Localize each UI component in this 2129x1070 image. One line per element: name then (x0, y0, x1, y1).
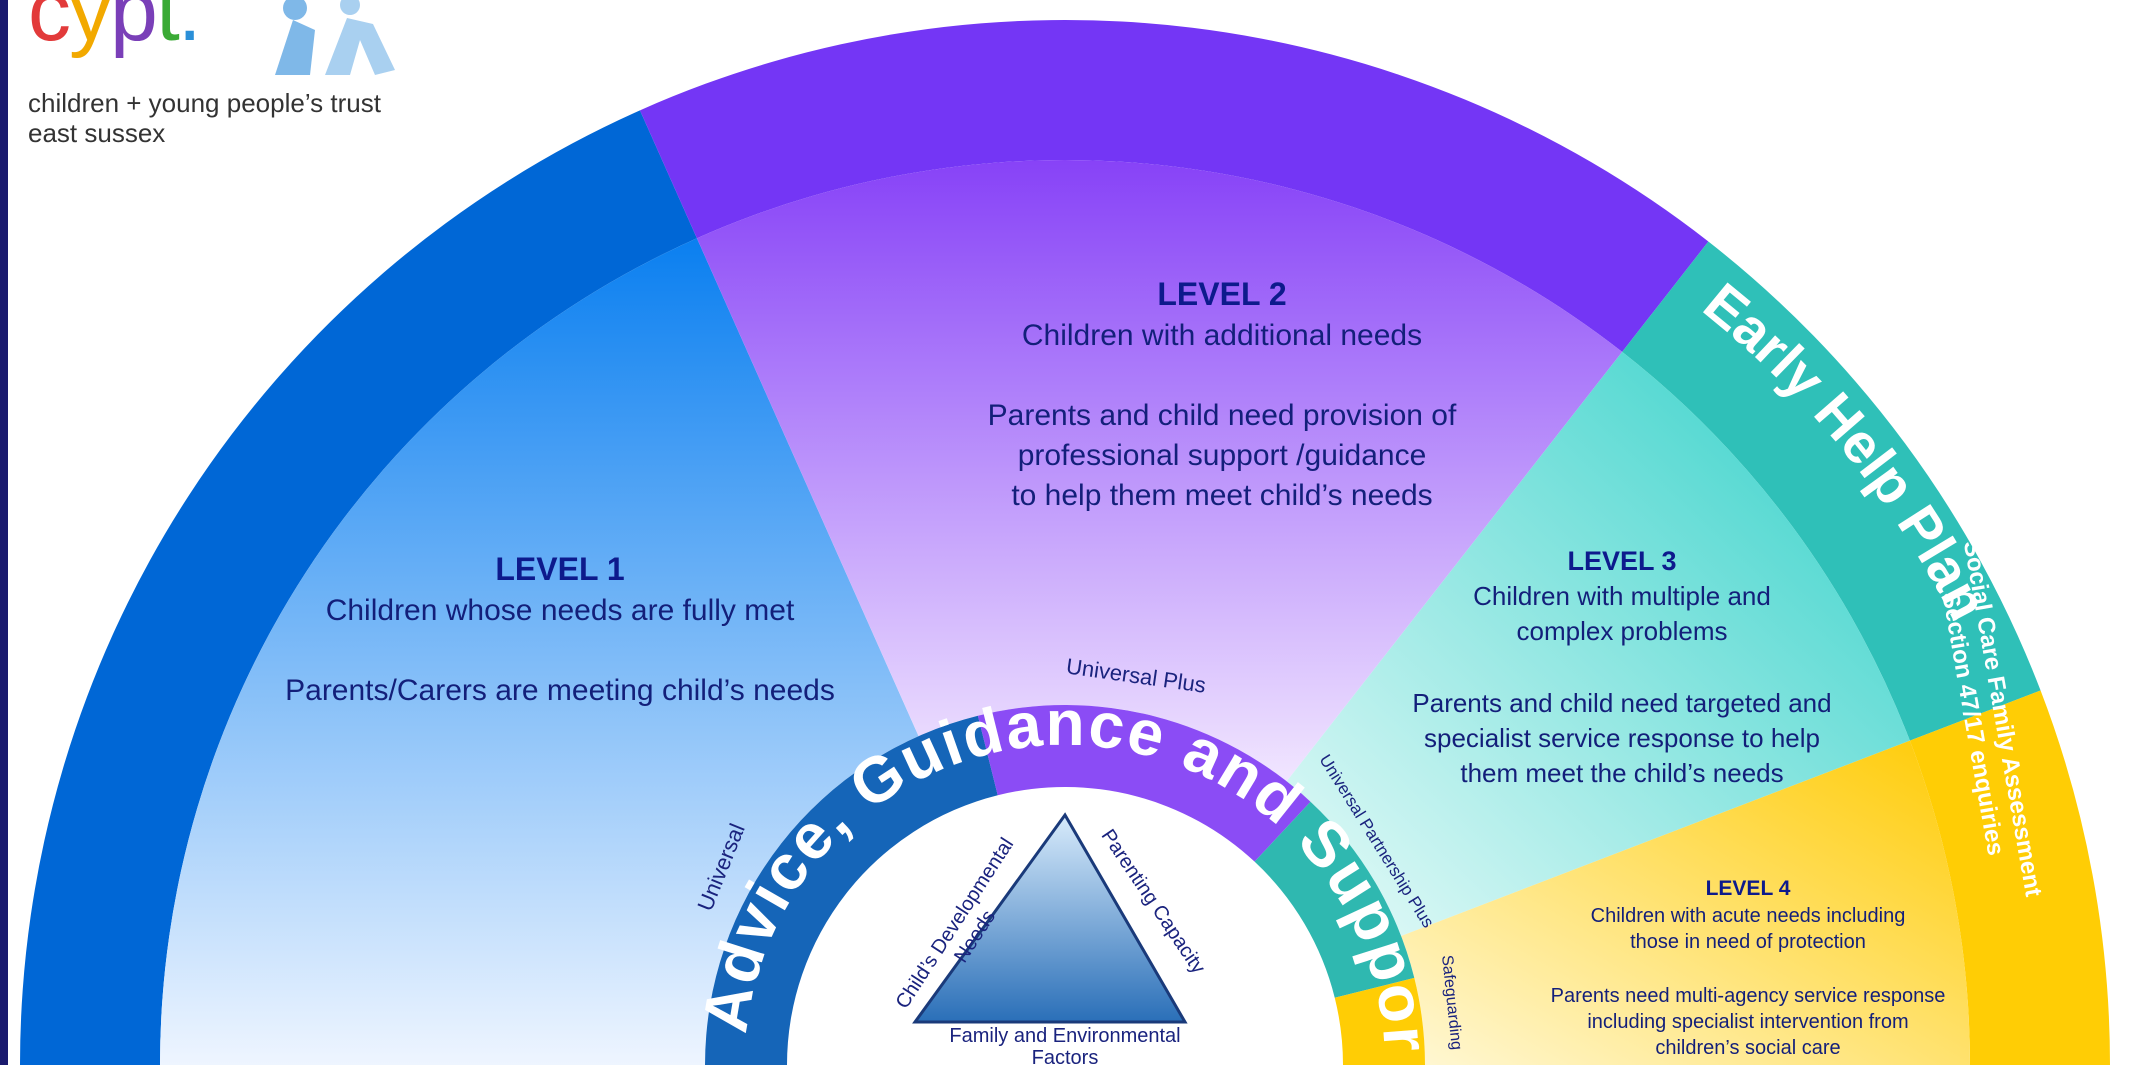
level2-title: LEVEL 2 (1157, 276, 1286, 312)
ring-universal-plus (977, 705, 1311, 862)
level2-line4: professional support /guidance (1018, 439, 1427, 472)
level3-text: LEVEL 3 Children with multiple and compl… (1412, 546, 1831, 788)
level4-outer-band (1909, 690, 2110, 1065)
level3-sector (1286, 351, 1910, 936)
triangle-shape (912, 812, 1188, 1024)
logo-letter-y: y (69, 0, 112, 59)
level4-sector (1401, 740, 1970, 1065)
level4-line2: those in need of protection (1630, 931, 1866, 953)
logo-letter-p: p (110, 0, 158, 59)
level1-outer-band (20, 110, 697, 1066)
logo-dot: . (177, 0, 202, 59)
level4-line6: children’s social care (1655, 1037, 1840, 1059)
left-edge-strip (0, 0, 8, 1065)
level4-text: LEVEL 4 Children with acute needs includ… (1551, 877, 1946, 1059)
level3-line4: Parents and child need targeted and (1412, 688, 1831, 718)
logo-letter-t: t (155, 0, 180, 59)
level3-title: LEVEL 3 (1567, 546, 1676, 576)
ring-universal (705, 715, 998, 1065)
ring-universal-partnership-plus (1254, 801, 1415, 998)
level3-line6: them meet the child’s needs (1460, 758, 1783, 788)
logo-wordmark: cypt. (28, 0, 202, 59)
level3-outer-band (1622, 241, 2041, 741)
level2-line5: to help them meet child’s needs (1011, 479, 1432, 512)
level3-line1: Children with multiple and (1473, 581, 1771, 611)
level1-sector (160, 238, 919, 1066)
level4-line4: Parents need multi-agency service respon… (1551, 985, 1946, 1007)
logo-figures-icon (275, 0, 395, 75)
level4-line5: including specialist intervention from (1587, 1011, 1908, 1033)
level2-line1: Children with additional needs (1022, 319, 1422, 352)
level1-text: LEVEL 1 Children whose needs are fully m… (285, 551, 835, 707)
level2-line3: Parents and child need provision of (988, 399, 1457, 432)
level4-line1: Children with acute needs including (1591, 905, 1906, 927)
logo-tagline-line2: east sussex (28, 118, 166, 148)
cypt-logo: cypt. children + young people’s trust ea… (0, 0, 440, 150)
level3-line5: specialist service response to help (1424, 723, 1820, 753)
logo-letter-c: c (28, 0, 71, 59)
level4-title: LEVEL 4 (1706, 877, 1791, 900)
logo-tagline-line1: children + young people’s trust (28, 88, 381, 118)
level1-line3: Parents/Carers are meeting child’s needs (285, 674, 835, 707)
triangle-bottom-line2: Factors (1032, 1047, 1099, 1065)
level2-text: LEVEL 2 Children with additional needs P… (988, 276, 1457, 512)
level1-title: LEVEL 1 (495, 551, 624, 587)
ring-safeguarding (1334, 977, 1425, 1065)
level2-sector (696, 160, 1623, 782)
level1-line1: Children whose needs are fully met (326, 594, 795, 627)
level3-line2: complex problems (1517, 616, 1728, 646)
level2-outer-band (639, 20, 1709, 352)
triangle-bottom-line1: Family and Environmental (949, 1025, 1180, 1047)
